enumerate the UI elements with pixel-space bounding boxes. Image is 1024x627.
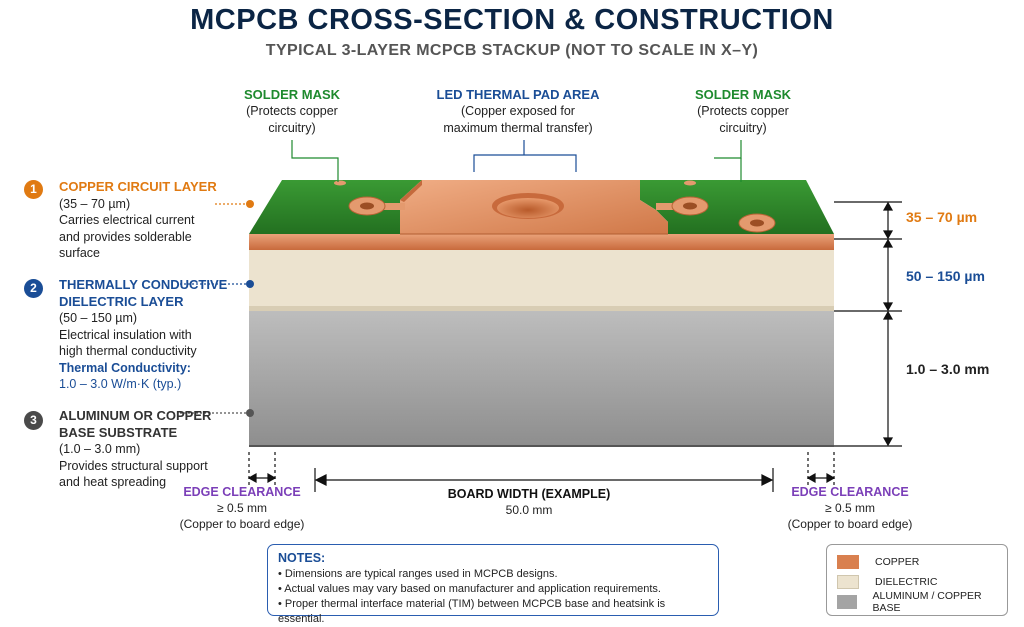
layer-1-range: (35 – 70 µm) [59,196,131,211]
board-width-label: BOARD WIDTH (EXAMPLE) 50.0 mm [434,486,624,518]
layer-2-desc2: high thermal conductivity [59,344,197,358]
layer-2-heading1: THERMALLY CONDUCTIVE [59,277,228,292]
edge-clearance-left-value: ≥ 0.5 mm [217,501,267,515]
legend-item-dielectric: DIELECTRIC [837,572,997,592]
layer-3-desc1: Provides structural support [59,458,208,473]
edge-clearance-right-note: (Copper to board edge) [787,517,913,531]
notes-item-1: • Dimensions are typical ranges used in … [278,568,558,580]
edge-clearance-right-value: ≥ 0.5 mm [825,501,875,515]
solder-mask-right [640,180,834,234]
legend-label-copper: COPPER [875,556,920,568]
legend-swatch-dielectric [837,575,859,589]
layer-2-badge: 2 [24,279,43,298]
layer-2-tc-value: 1.0 – 3.0 W/m·K (typ.) [59,377,182,391]
led-pad-heading: LED THERMAL PAD AREA [436,87,600,102]
layer-3-heading1: ALUMINUM OR COPPER [59,408,212,423]
layer-1-desc2: and provides solderable [59,229,192,244]
edge-clearance-left: EDGE CLEARANCE ≥ 0.5 mm (Copper to board… [172,484,312,532]
solder-mask-right-line1: (Protects copper [697,104,789,118]
dielectric-thickness-label: 50 – 150 µm [906,268,985,284]
base-thickness-label: 1.0 – 3.0 mm [906,361,990,377]
edge-clearance-right-heading: EDGE CLEARANCE [791,485,909,499]
layer-2-tc-label: Thermal Conductivity: [59,360,191,375]
legend: COPPER DIELECTRIC ALUMINUM / COPPER BASE [826,544,1008,616]
layer-1-desc1: Carries electrical current [59,213,195,227]
solder-mask-right-label: SOLDER MASK (Protects copper circuitry) [673,86,813,137]
layer-3-desc2: and heat spreading [59,475,167,489]
edge-clearance-right: EDGE CLEARANCE ≥ 0.5 mm (Copper to board… [780,484,920,532]
solder-mask-left-line1: (Protects copper [246,104,338,118]
page-title: MCPCB CROSS-SECTION & CONSTRUCTION [190,4,834,36]
page-subtitle: TYPICAL 3-LAYER MCPCB STACKUP (NOT TO SC… [265,42,759,59]
copper-layer [249,234,834,250]
layer-1-badge: 1 [24,180,43,199]
layer-3-badge: 3 [24,411,43,430]
layer-2-range: (50 – 150 µm) [59,311,138,325]
notes-box: NOTES: • Dimensions are typical ranges u… [267,544,719,625]
notes-item-2: • Actual values may vary based on manufa… [278,583,661,595]
layer-2-heading2: DIELECTRIC LAYER [59,293,184,309]
layer-1-desc3: surface [59,246,100,260]
layer-1-heading: COPPER CIRCUIT LAYER [59,179,217,194]
notes-item-3: • Proper thermal interface material (TIM… [278,598,666,625]
legend-label-base: ALUMINUM / COPPER BASE [872,590,982,614]
legend-label-dielectric: DIELECTRIC [875,576,938,588]
solder-mask-left-heading: SOLDER MASK [243,87,341,102]
legend-item-base: ALUMINUM / COPPER BASE [837,590,997,614]
led-pad-label: LED THERMAL PAD AREA (Copper exposed for… [418,86,618,137]
solder-mask-left [249,180,422,234]
legend-swatch-base [837,595,857,609]
edge-clearance-left-heading: EDGE CLEARANCE [183,485,301,499]
copper-thickness-label: 35 – 70 µm [906,209,978,225]
dielectric-layer [249,250,834,311]
legend-item-copper: COPPER [837,552,997,572]
edge-clearance-left-note: (Copper to board edge) [179,517,305,531]
layer-3-heading2: BASE SUBSTRATE [59,424,178,440]
led-pad-line2: maximum thermal transfer) [443,121,593,135]
solder-mask-left-line2: circuitry) [268,121,316,135]
solder-mask-right-line2: circuitry) [719,121,767,135]
solder-mask-right-heading: SOLDER MASK [694,87,792,102]
notes-heading: NOTES: [278,551,326,565]
board-width-heading: BOARD WIDTH (EXAMPLE) [447,487,611,501]
layer-2-desc1: Electrical insulation with [59,327,192,342]
board-width-value: 50.0 mm [505,503,553,517]
led-pad-line1: (Copper exposed for [461,104,575,118]
base-substrate-layer [249,311,834,446]
layer-3-range: (1.0 – 3.0 mm) [59,442,141,456]
legend-swatch-copper [837,555,859,569]
solder-mask-left-label: SOLDER MASK (Protects copper circuitry) [222,86,362,137]
